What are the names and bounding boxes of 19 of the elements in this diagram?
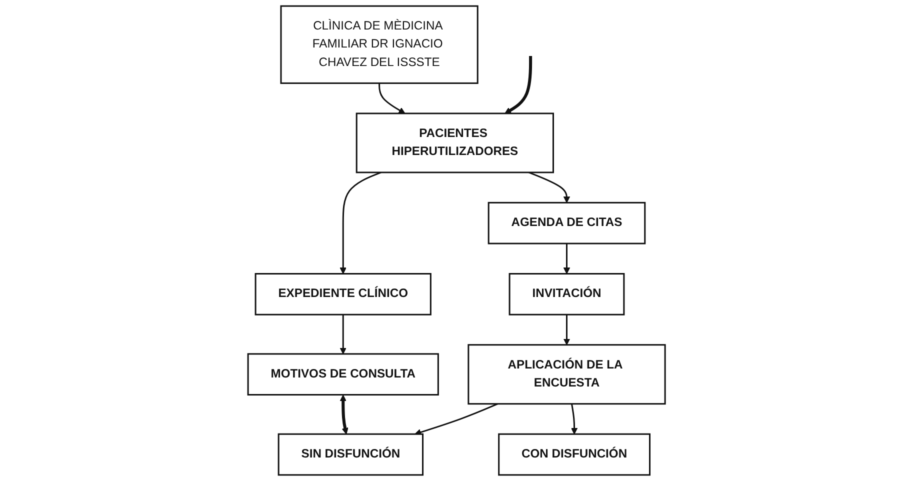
node-box: INVITACIÓN <box>509 273 626 316</box>
node-box: PACIENTES HIPERUTILIZADORES <box>356 112 554 174</box>
arrow <box>378 83 406 114</box>
arrow <box>340 394 349 434</box>
arrow <box>564 314 570 346</box>
node-box: MOTIVOS DE CONSULTA <box>248 353 440 396</box>
arrow <box>415 403 499 436</box>
arrow <box>340 172 382 274</box>
node-box: AGENDA DE CITAS <box>488 202 646 244</box>
node-box: CON DISFUNCIÓN <box>498 433 651 476</box>
arrow <box>340 314 347 354</box>
node-box: SIN DISFUNCIÓN <box>278 433 424 476</box>
node-box: EXPEDIENTE CLÍNICO <box>255 273 432 316</box>
arrow <box>505 56 532 114</box>
arrow <box>571 404 578 434</box>
node-box: CLÌNICA DE MÈDICINA FAMILIAR DR IGNACIO CHAVEZ DEL ISSSTE <box>280 5 479 84</box>
arrow <box>564 244 570 274</box>
arrow <box>529 172 570 203</box>
node-box: APLICACIÓN DE LA ENCUESTA <box>468 344 666 405</box>
